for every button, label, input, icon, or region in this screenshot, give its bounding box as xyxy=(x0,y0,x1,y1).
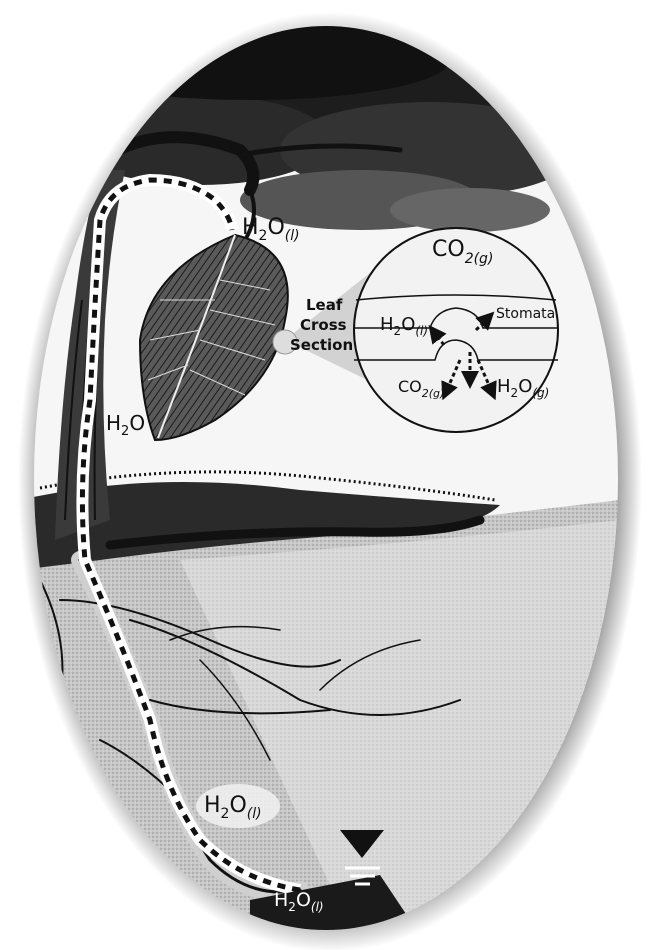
label-stomata: Stomata xyxy=(496,306,555,322)
